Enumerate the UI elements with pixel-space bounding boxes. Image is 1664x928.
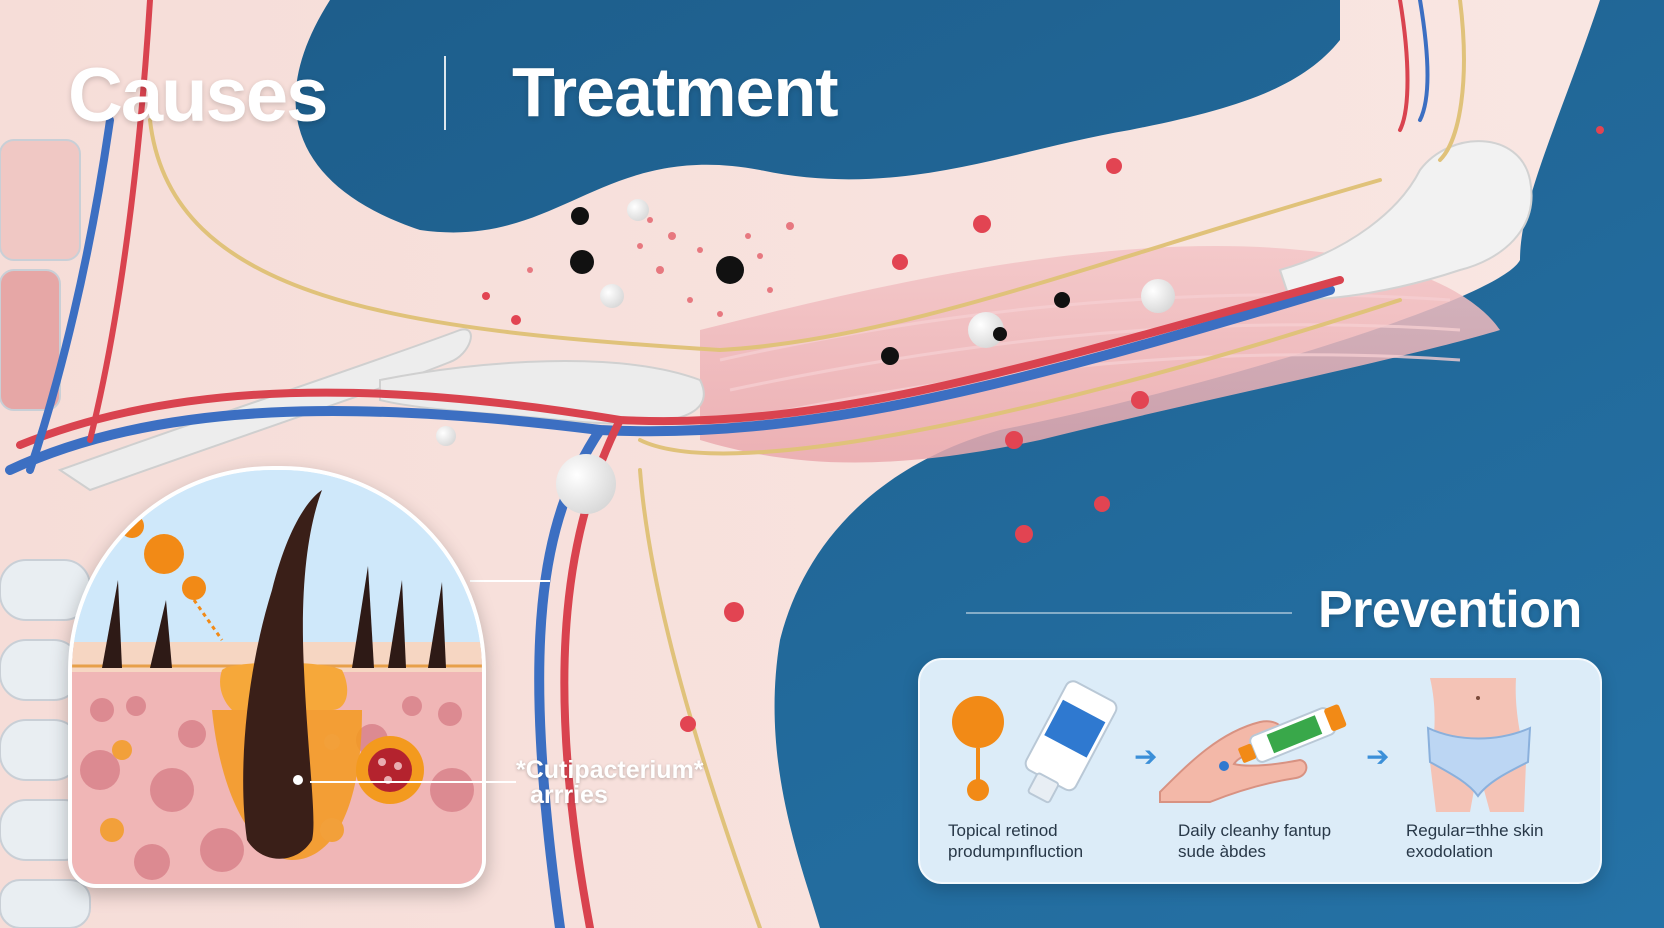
- title-divider: [444, 56, 446, 130]
- title-prevention: Prevention: [1318, 581, 1582, 639]
- prevention-step-cleansing: Daily cleanhy fantup sude àbdes: [1150, 660, 1360, 882]
- arrow-right-icon: ➔: [1134, 741, 1158, 772]
- hair-follicle-inset: [68, 466, 486, 888]
- bacteria-label: *Cutipacterium* arrries: [516, 758, 704, 808]
- bacteria-label-line-1: *Cutipacterium*: [516, 756, 704, 784]
- bacteria-leader-line: [310, 781, 516, 783]
- comedone-markers: [436, 199, 1175, 514]
- step-caption-exfoliation: Regular=thhe skin exodolation: [1406, 821, 1544, 861]
- skin-exfoliation-icon: [1426, 678, 1532, 812]
- prevention-card: Topical retinod produmpınfluction ➔ Dail…: [918, 658, 1602, 884]
- title-treatment: Treatment: [512, 53, 839, 131]
- follicle-illustration: [72, 470, 482, 884]
- step-caption-cleansing: Daily cleanhy fantup sude àbdes: [1178, 821, 1332, 861]
- step-caption-retinoid: Topical retinod produmpınfluction: [948, 821, 1084, 861]
- title-causes: Causes: [68, 53, 328, 138]
- retinoid-tube-icon: [952, 680, 1118, 804]
- prevention-divider: [966, 612, 1292, 614]
- inset-leader-line: [470, 580, 550, 582]
- prevention-step-exfoliation: Regular=thhe skin exodolation: [1378, 660, 1588, 882]
- bacteria-label-line-2: arrries: [530, 781, 608, 809]
- cleanser-hand-icon: [1159, 704, 1347, 803]
- arrow-right-icon: ➔: [1366, 741, 1390, 772]
- prevention-step-retinoid: Topical retinod produmpınfluction: [920, 660, 1130, 882]
